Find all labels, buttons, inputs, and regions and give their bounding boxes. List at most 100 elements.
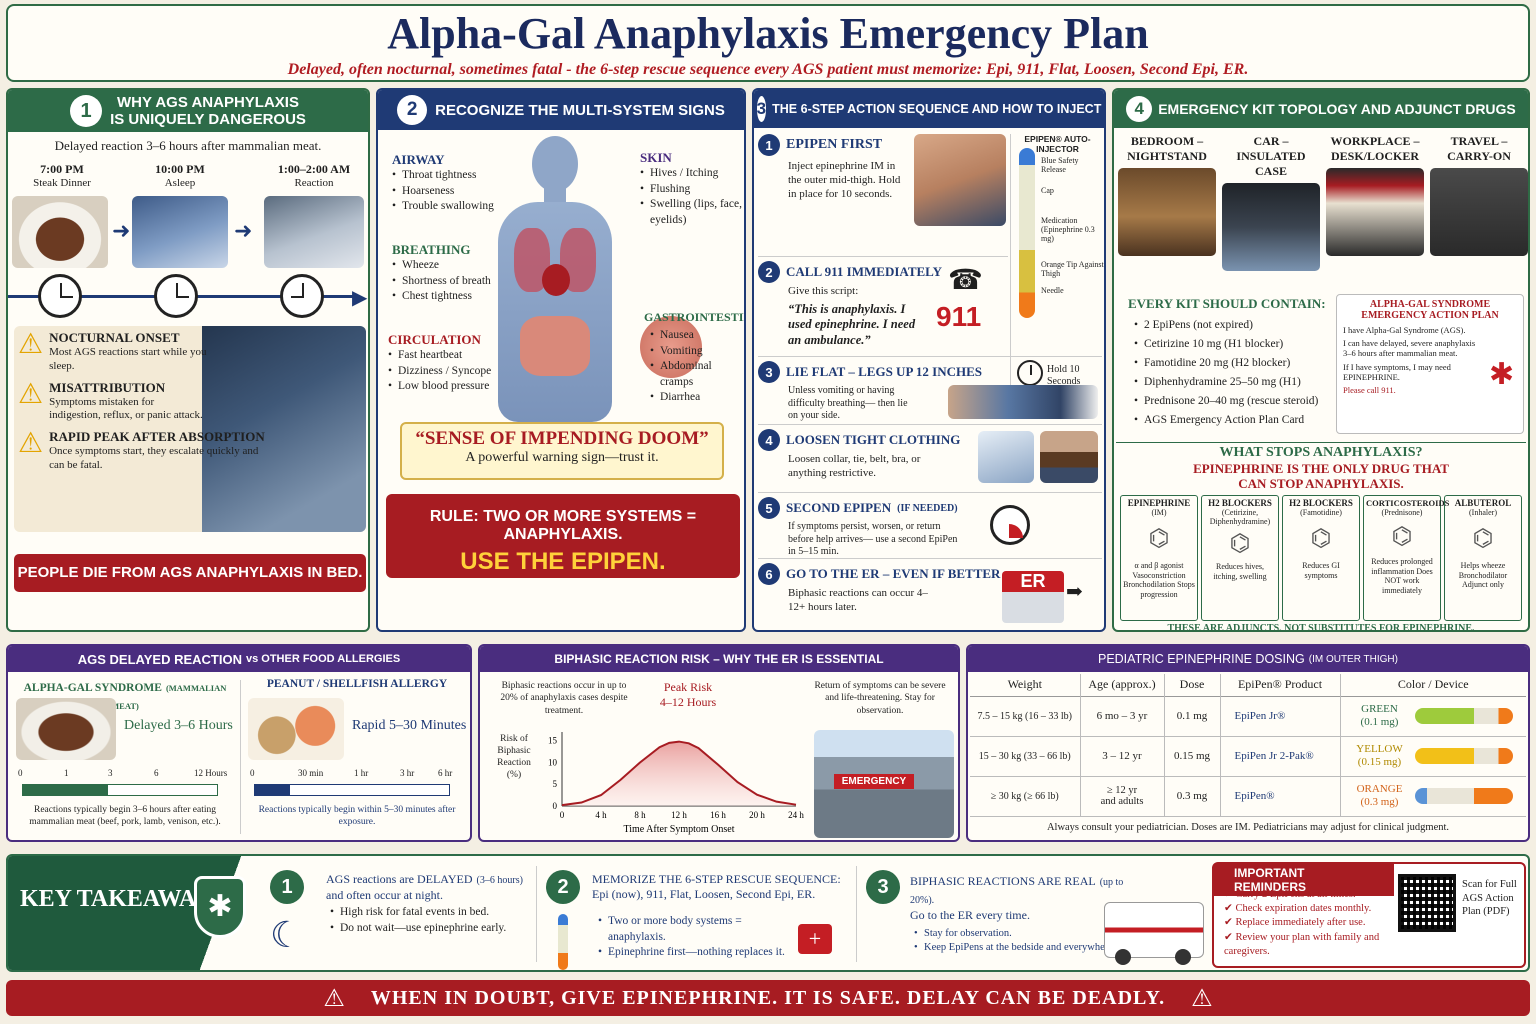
section-action-sequence: 3 THE 6-STEP ACTION SEQUENCE AND HOW TO … <box>752 88 1106 632</box>
peanut-tick: 6 hr <box>438 768 453 778</box>
kit-location-l2: CARRY-ON <box>1447 149 1511 163</box>
pediatric-header: PEDIATRIC EPINEPHRINE DOSING(IM OUTER TH… <box>968 646 1528 672</box>
nightstand-image <box>1118 168 1216 256</box>
biphasic-header: BIPHASIC REACTION RISK – WHY THE ER IS E… <box>480 646 958 672</box>
drug-sub: (Prednisone) <box>1381 508 1423 517</box>
reminder-item: ✔ Check expiration dates monthly. <box>1224 903 1372 915</box>
step-text: Biphasic reactions can occur 4–12+ hours… <box>788 587 928 613</box>
kit-title: EVERY KIT SHOULD CONTAIN: <box>1128 296 1326 311</box>
step-number: 5 <box>758 497 780 519</box>
ambulance-icon <box>1104 902 1204 965</box>
asleep-image <box>132 196 228 268</box>
x-tick-label: 12 h <box>671 810 687 820</box>
table-row: 15 – 30 kg (33 – 66 lb) 3 – 12 yr 0.15 m… <box>970 736 1526 776</box>
color-name: GREEN <box>1361 702 1398 715</box>
kit-location-l1: WORKPLACE – <box>1330 134 1420 148</box>
pediatric-title: PEDIATRIC EPINEPHRINE DOSING <box>1097 652 1305 666</box>
product-cell: EpiPen Jr 2-Pak® <box>1219 736 1340 776</box>
x-tick-label: 0 <box>560 810 565 820</box>
step-number: 4 <box>758 429 780 451</box>
table-row: ≥ 30 kg (≥ 66 lb) ≥ 12 yr and adults 0.3… <box>970 776 1526 816</box>
takeaways-label-box: KEY TAKEAWAYS ✱ <box>8 856 258 970</box>
gi-item: Vomiting <box>650 344 744 360</box>
kit-item: Prednisone 20–40 mg (rescue steroid) <box>1134 392 1338 411</box>
warning-icon: ⚠ <box>1191 985 1213 1012</box>
card-line: Please call 911. <box>1343 384 1396 395</box>
pediatric-note: Always consult your pediatrician. Doses … <box>1046 822 1450 833</box>
stops-footer: THESE ARE ADJUNCTS, NOT SUBSTITUTES FOR … <box>1167 623 1475 632</box>
ags-tick: 1 <box>64 768 69 778</box>
doom-text: A powerful warning sign—trust it. <box>465 450 659 465</box>
qr-code[interactable] <box>1398 874 1456 932</box>
page-subtitle: Delayed, often nocturnal, sometimes fata… <box>287 61 1249 78</box>
bottom-banner-text: WHEN IN DOUBT, GIVE EPINEPHRINE. IT IS S… <box>370 986 1166 1009</box>
injector-part: Medication (Epinephrine 0.3 mg) <box>1041 216 1095 244</box>
takeaway-title: BIPHASIC REACTIONS ARE REAL <box>910 874 1096 888</box>
drug-desc: Reduces prolonged inflammation Does NOT … <box>1371 557 1433 595</box>
arrow-icon: ➜ <box>112 218 131 243</box>
peak-label-2: 4–12 Hours <box>659 695 717 709</box>
step-title: LOOSEN TIGHT CLOTHING <box>786 432 961 447</box>
x-tick-label: 4 h <box>595 810 607 820</box>
age-cell: 3 – 12 yr <box>1079 736 1164 776</box>
kit-location-l2: INSULATED CASE <box>1236 149 1306 178</box>
section4-title: EMERGENCY KIT TOPOLOGY AND ADJUNCT DRUGS <box>1158 101 1516 117</box>
takeaways-label: KEY TAKEAWAYS <box>20 886 225 912</box>
moon-stars-icon: ☾ <box>270 915 303 955</box>
takeaway-title2: and often occur at night. <box>326 888 443 902</box>
y-tick-label: 5 <box>553 779 558 789</box>
breathing-item: Wheeze <box>392 258 512 274</box>
delayed-title-vs: vs OTHER FOOD ALLERGIES <box>245 653 401 665</box>
breathing-title: BREATHING <box>392 242 471 257</box>
reminders-box: IMPORTANT REMINDERS ✔ Carry 2 EpiPens at… <box>1212 862 1526 968</box>
step-text: Give this script: <box>788 285 859 297</box>
peanut-note: Reactions typically begin within 5–30 mi… <box>258 805 456 828</box>
check-icon: ✔ <box>1224 931 1233 943</box>
section2-number: 2 <box>397 95 428 125</box>
biphasic-right-note: Return of symptoms can be severe and lif… <box>814 681 946 716</box>
reminder-item: ✔ Replace immediately after use. <box>1224 917 1366 929</box>
kit-location-l2: NIGHTSTAND <box>1127 149 1207 163</box>
timeline-time-2: 10:00 PM <box>155 162 205 176</box>
epipen-icon <box>558 914 568 970</box>
kit-item: Cetirizine 10 mg (H1 blocker) <box>1134 335 1338 354</box>
weight-cell: ≥ 30 kg (≥ 66 lb) <box>990 790 1059 802</box>
biphasic-left-note: Biphasic reactions occur in up to 20% of… <box>500 681 628 716</box>
peanut-title: PEANUT / SHELLFISH ALLERGY <box>266 678 448 690</box>
molecule-icon: ⌬ <box>1148 526 1170 552</box>
card-line: I have Alpha-Gal Syndrome (AGS). <box>1343 325 1466 335</box>
column-divider <box>240 680 241 834</box>
breathing-item: Shortness of breath <box>392 274 512 290</box>
gi-title: GASTROINTESTINAL <box>644 310 744 324</box>
er-building-icon: ER <box>1002 571 1064 623</box>
drug-desc: Reduces GI symptoms <box>1302 561 1340 580</box>
airway-item: Hoarseness <box>392 184 512 200</box>
divider <box>536 866 537 962</box>
check-icon: ✔ <box>1224 889 1233 900</box>
ags-tick: 0 <box>18 768 23 778</box>
section2-header: 2 RECOGNIZE THE MULTI-SYSTEM SIGNS <box>378 90 744 130</box>
peanut-shrimp-image <box>248 698 344 760</box>
phone-icon: ☎ <box>948 265 983 296</box>
travel-bag-image <box>1430 168 1528 256</box>
dose-cell: 0.1 mg <box>1163 696 1220 736</box>
section3-number: 3 <box>756 96 767 122</box>
table-header: EpiPen® Product <box>1219 674 1340 696</box>
takeaway-bullet: Do not wait—use epinephrine early. <box>330 921 546 937</box>
ags-tick: 6 <box>154 768 159 778</box>
section1-header: 1 WHY AGS ANAPHYLAXIS IS UNIQUELY DANGER… <box>8 90 368 132</box>
drug-name: CORTICOSTEROIDS <box>1366 498 1450 508</box>
color-dose: (0.15 mg) <box>1357 756 1402 768</box>
section1-title-line1: WHY AGS ANAPHYLAXIS <box>117 94 299 111</box>
ags-timeline-bar <box>22 784 218 796</box>
peak-label-1: Peak Risk <box>663 680 713 694</box>
warning-text-3: Once symptoms start, they escalate quick… <box>49 445 259 471</box>
page-title: Alpha-Gal Anaphylaxis Emergency Plan <box>387 9 1149 58</box>
timeline-label-3: Reaction <box>294 177 334 189</box>
dose-cell: 0.3 mg <box>1163 776 1220 816</box>
delayed-title: AGS DELAYED REACTION <box>77 651 242 667</box>
